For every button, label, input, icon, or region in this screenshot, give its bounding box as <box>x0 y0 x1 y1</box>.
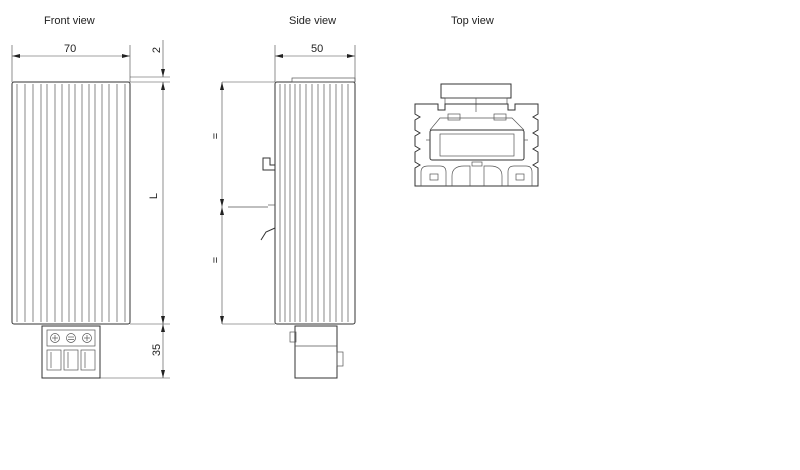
equal-lower-label: = <box>210 257 222 263</box>
din-rail-clip <box>228 157 276 241</box>
terminal-block-side <box>289 325 344 379</box>
length-label: L <box>148 193 160 199</box>
side-view-title: Side view <box>289 15 336 27</box>
terminal-height-label: 35 <box>151 344 163 356</box>
heater-housing-side <box>274 81 356 325</box>
front-width-label: 70 <box>64 43 76 55</box>
top-gap-label: 2 <box>151 47 163 53</box>
cooling-fins-front <box>16 84 126 322</box>
front-view: 70 <box>11 40 170 379</box>
top-view-title: Top view <box>451 15 494 27</box>
terminal-block-front <box>41 325 101 379</box>
side-width-label: 50 <box>311 43 323 55</box>
cooling-fins-side <box>279 84 349 322</box>
top-view <box>414 83 539 187</box>
side-view: 50 <box>210 43 356 379</box>
equal-upper-label: = <box>210 133 222 139</box>
front-view-title: Front view <box>44 15 95 27</box>
heater-housing-front <box>11 81 131 325</box>
